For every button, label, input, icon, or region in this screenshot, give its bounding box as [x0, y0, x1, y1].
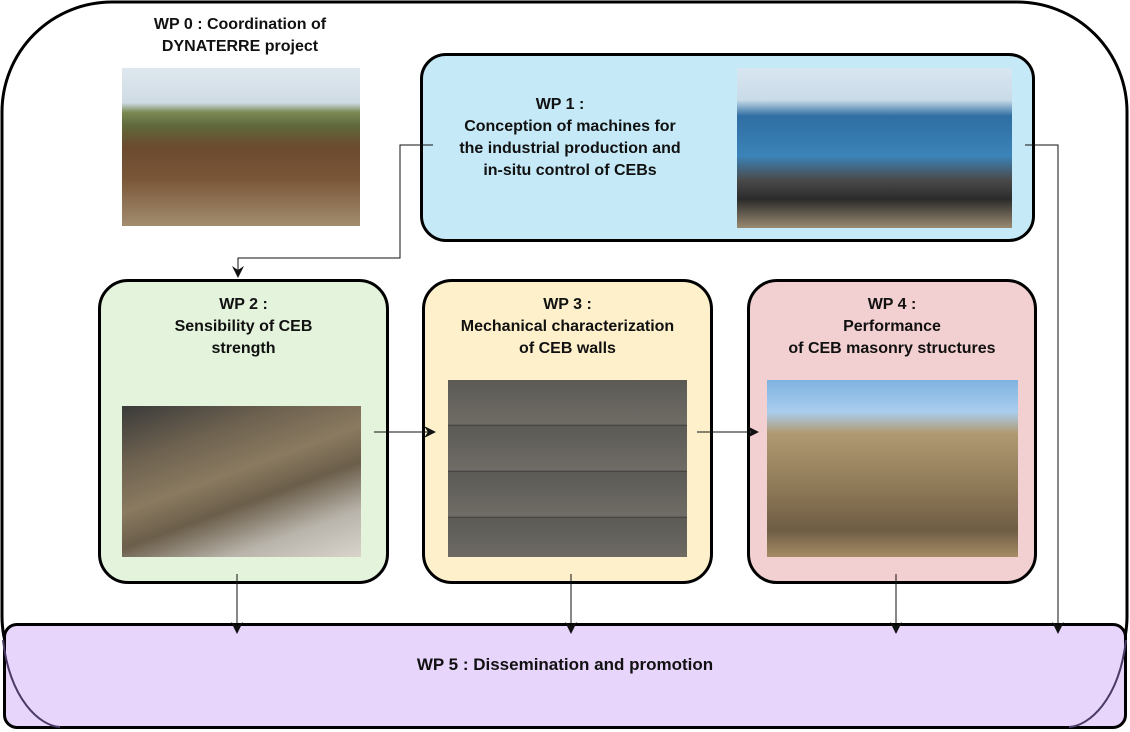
ceb-press-machine-photo — [737, 68, 1012, 228]
wp1-title-line: WP 1 : — [535, 96, 585, 113]
wp5-title: WP 5 : Dissemination and promotion — [416, 655, 714, 674]
wp4-title: WP 4 : Performance of CEB masonry struct… — [747, 294, 1037, 360]
arrow-wp1-to-wp2 — [232, 144, 433, 278]
wp2-title: WP 2 : Sensibility of CEB strength — [98, 294, 389, 360]
outer-frame-lower-curve — [2, 639, 1127, 728]
ceb-wall-photo — [448, 380, 687, 557]
wp0-title-line: WP 0 : Coordination of — [153, 16, 327, 33]
wp1-title-line: in-situ control of CEBs — [483, 162, 657, 179]
wp0-title: WP 0 : Coordination of DYNATERRE project — [120, 14, 360, 58]
wp3-title: WP 3 : Mechanical characterization of CE… — [422, 294, 713, 360]
wp4-title-line: Performance — [843, 318, 941, 335]
wp2-title-line: WP 2 : — [219, 296, 268, 313]
wp2-title-line: Sensibility of CEB — [174, 318, 313, 335]
wp3-title-line: WP 3 : — [543, 296, 592, 313]
ceb-blocks-photo — [122, 406, 361, 557]
wp3-title-line: Mechanical characterization — [460, 318, 675, 335]
wp1-title-line: Conception of machines for — [464, 118, 676, 135]
wp4-title-line: of CEB masonry structures — [788, 340, 996, 357]
ceb-building-photo — [767, 380, 1018, 557]
soil-pile-photo — [122, 68, 360, 226]
wp2-title-line: strength — [211, 340, 276, 357]
arrow-wp1-to-wp5 — [1025, 144, 1064, 634]
wp4-title-line: WP 4 : — [867, 296, 917, 313]
wp0-title-line: DYNATERRE project — [161, 38, 319, 55]
wp1-title-line: the industrial production and — [459, 140, 681, 157]
wp1-title: WP 1 : Conception of machines for the in… — [425, 94, 715, 182]
wp3-title-line: of CEB walls — [519, 340, 616, 357]
